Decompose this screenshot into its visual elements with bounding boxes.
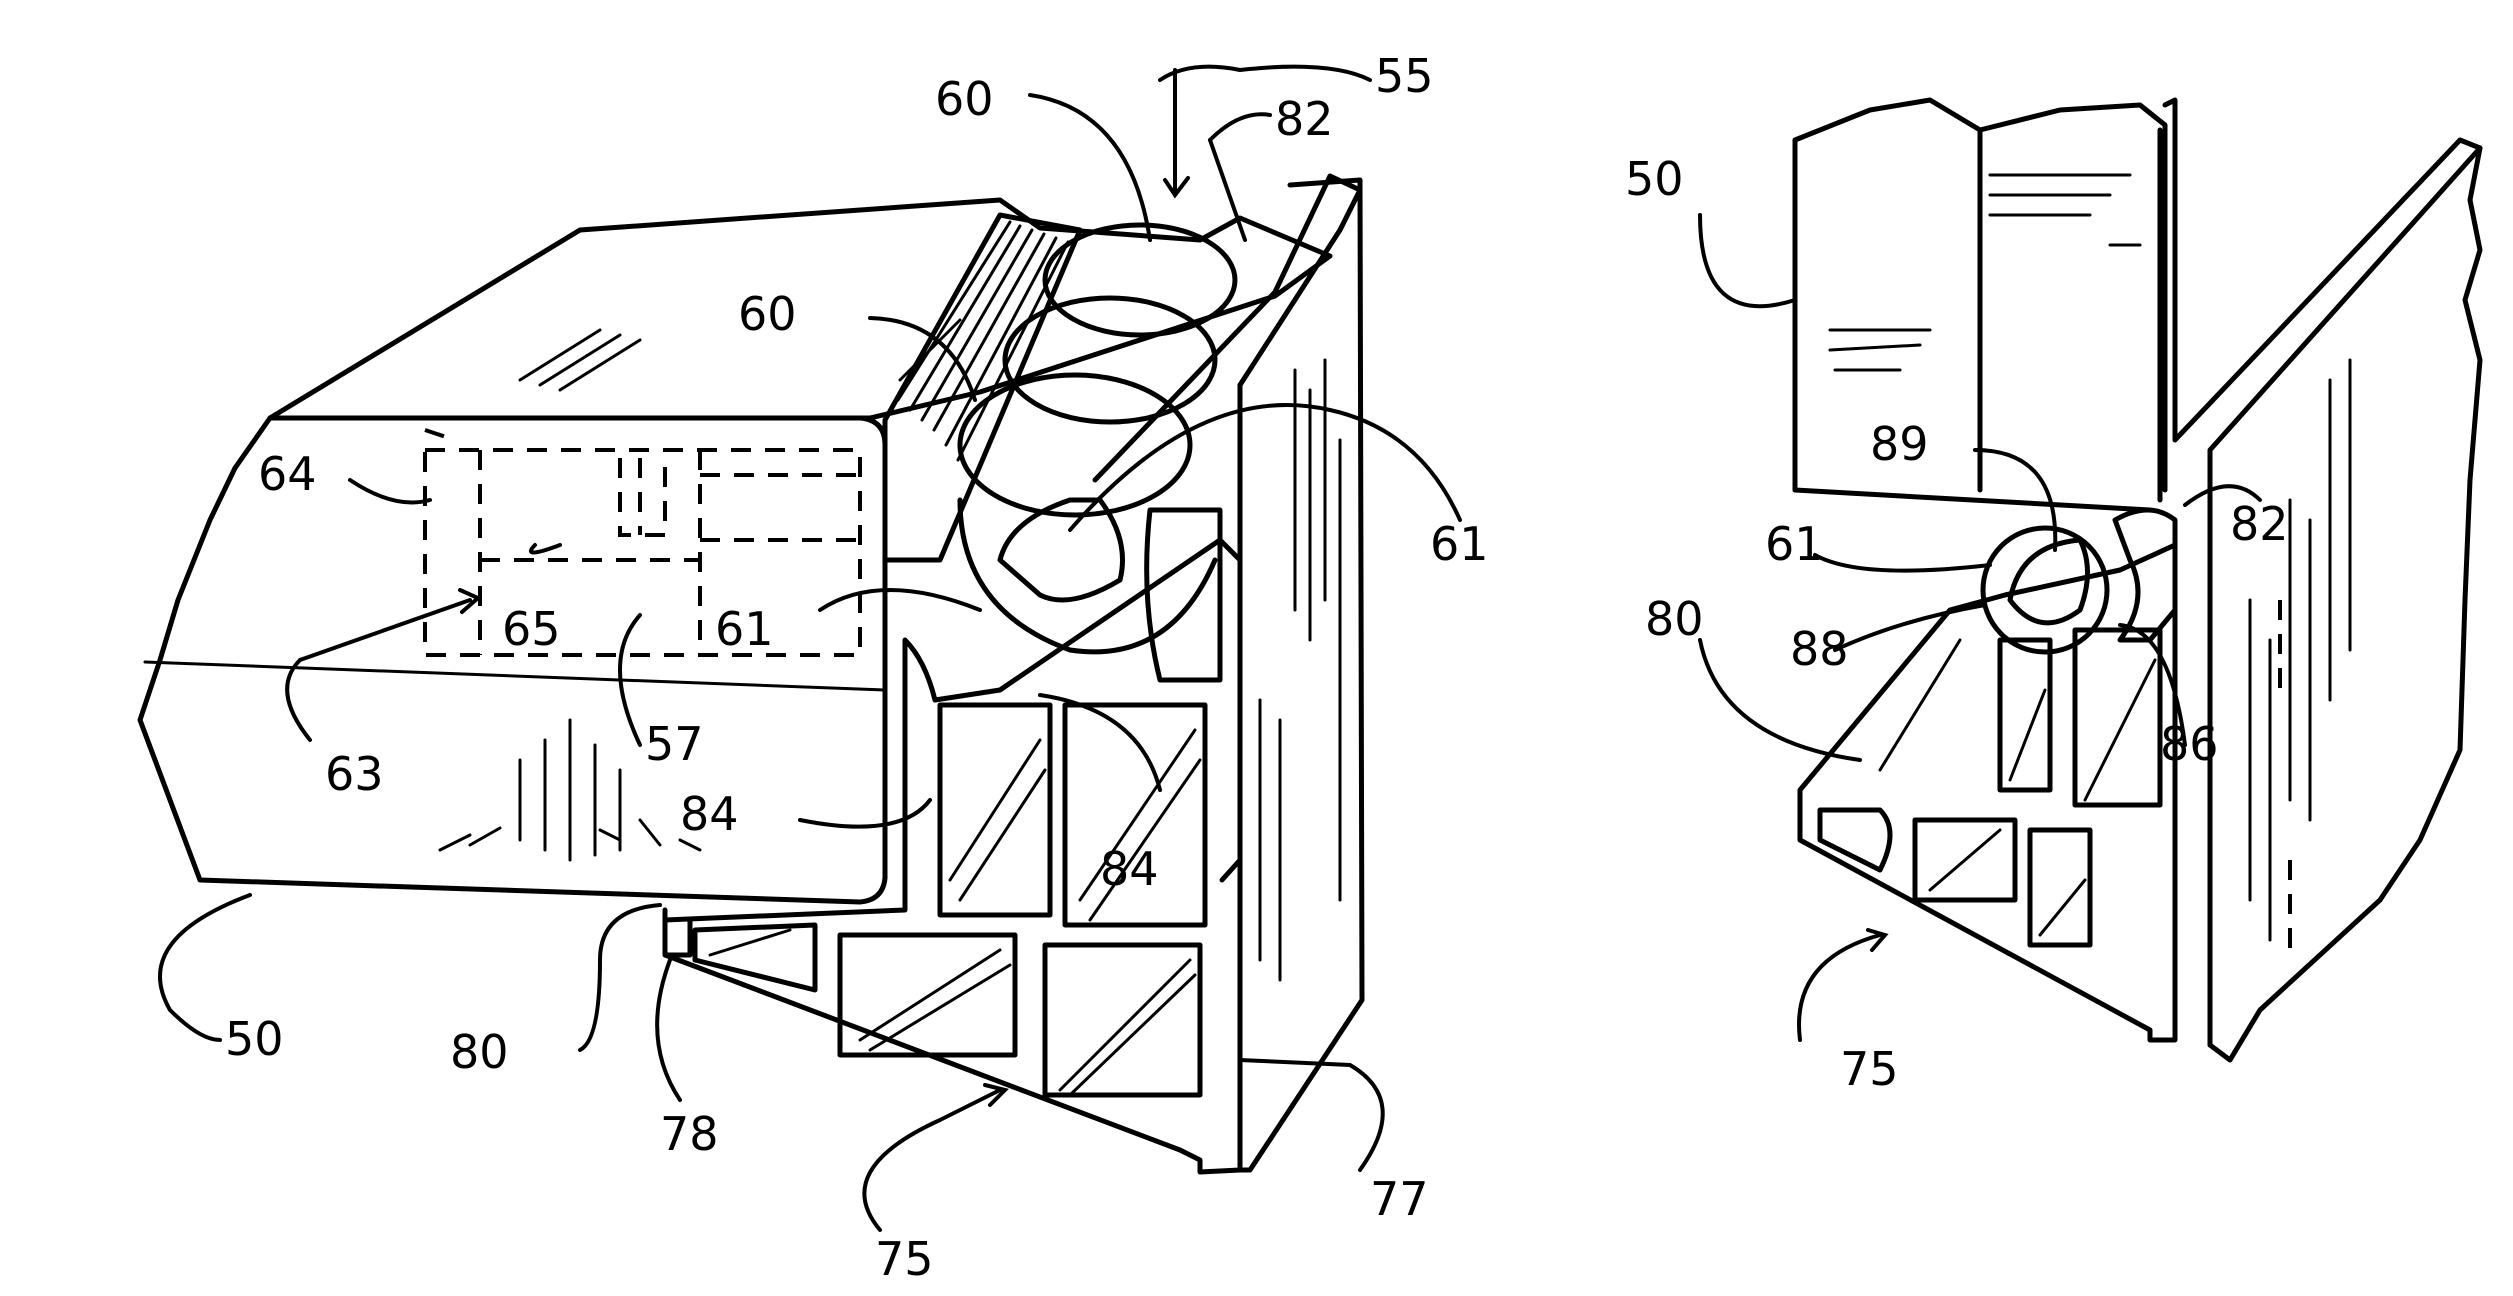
right-frame-cell bbox=[2030, 830, 2090, 945]
right-panel-edge bbox=[1980, 130, 2160, 500]
hinge-ribs bbox=[898, 222, 1068, 460]
right-frame-wall bbox=[2165, 100, 2480, 1045]
label-64: 64 bbox=[258, 447, 317, 501]
label-60: 60 bbox=[935, 72, 994, 126]
label-77: 77 bbox=[1370, 1172, 1429, 1226]
label-61: 61 bbox=[1765, 517, 1824, 571]
label-84: 84 bbox=[1100, 842, 1159, 896]
right-frame-base bbox=[1800, 545, 2175, 1040]
label-78: 78 bbox=[660, 1107, 719, 1161]
label-50: 50 bbox=[1625, 152, 1684, 206]
right-hinge-clip bbox=[2115, 510, 2175, 640]
right-frame-cell bbox=[2000, 640, 2050, 790]
label-75: 75 bbox=[875, 1232, 934, 1286]
label-80: 80 bbox=[1645, 592, 1704, 646]
label-61: 61 bbox=[715, 602, 774, 656]
label-55: 55 bbox=[1375, 49, 1434, 103]
label-88: 88 bbox=[1790, 622, 1849, 676]
right-frame-shading bbox=[2250, 360, 2350, 940]
frame-upper-cell bbox=[1147, 510, 1220, 680]
panel-front-face bbox=[140, 418, 885, 902]
label-89: 89 bbox=[1870, 417, 1929, 471]
frame-cell bbox=[1045, 945, 1200, 1095]
frame-cell bbox=[695, 925, 815, 990]
right-assembly-view bbox=[1795, 100, 2480, 1060]
frame-flange bbox=[1095, 176, 1360, 880]
label-61: 61 bbox=[1430, 517, 1489, 571]
panel-front-divider bbox=[145, 662, 885, 690]
label-86: 86 bbox=[2160, 717, 2219, 771]
hinge-knuckle-coils bbox=[960, 225, 1235, 652]
label-63: 63 bbox=[325, 747, 384, 801]
label-75: 75 bbox=[1840, 1042, 1899, 1096]
right-frame-cell bbox=[2075, 630, 2160, 805]
flange-shading bbox=[1260, 360, 1340, 980]
label-82: 82 bbox=[2230, 497, 2289, 551]
left-leader-lines bbox=[160, 67, 1460, 1230]
frame-flange-face bbox=[1240, 180, 1362, 1170]
label-65: 65 bbox=[502, 602, 561, 656]
label-60: 60 bbox=[738, 287, 797, 341]
left-view-labels: 60 55 82 60 64 61 65 61 63 57 84 84 50 8… bbox=[225, 49, 1489, 1286]
label-50: 50 bbox=[225, 1012, 284, 1066]
label-80: 80 bbox=[450, 1025, 509, 1079]
hidden-electronics-outline bbox=[425, 430, 860, 655]
right-panel-shading bbox=[1830, 175, 2140, 370]
label-82: 82 bbox=[1275, 92, 1334, 146]
right-frame-cell bbox=[1820, 810, 1890, 870]
label-84: 84 bbox=[680, 787, 739, 841]
right-panel-bottom bbox=[1795, 490, 2150, 510]
label-57: 57 bbox=[645, 717, 704, 771]
